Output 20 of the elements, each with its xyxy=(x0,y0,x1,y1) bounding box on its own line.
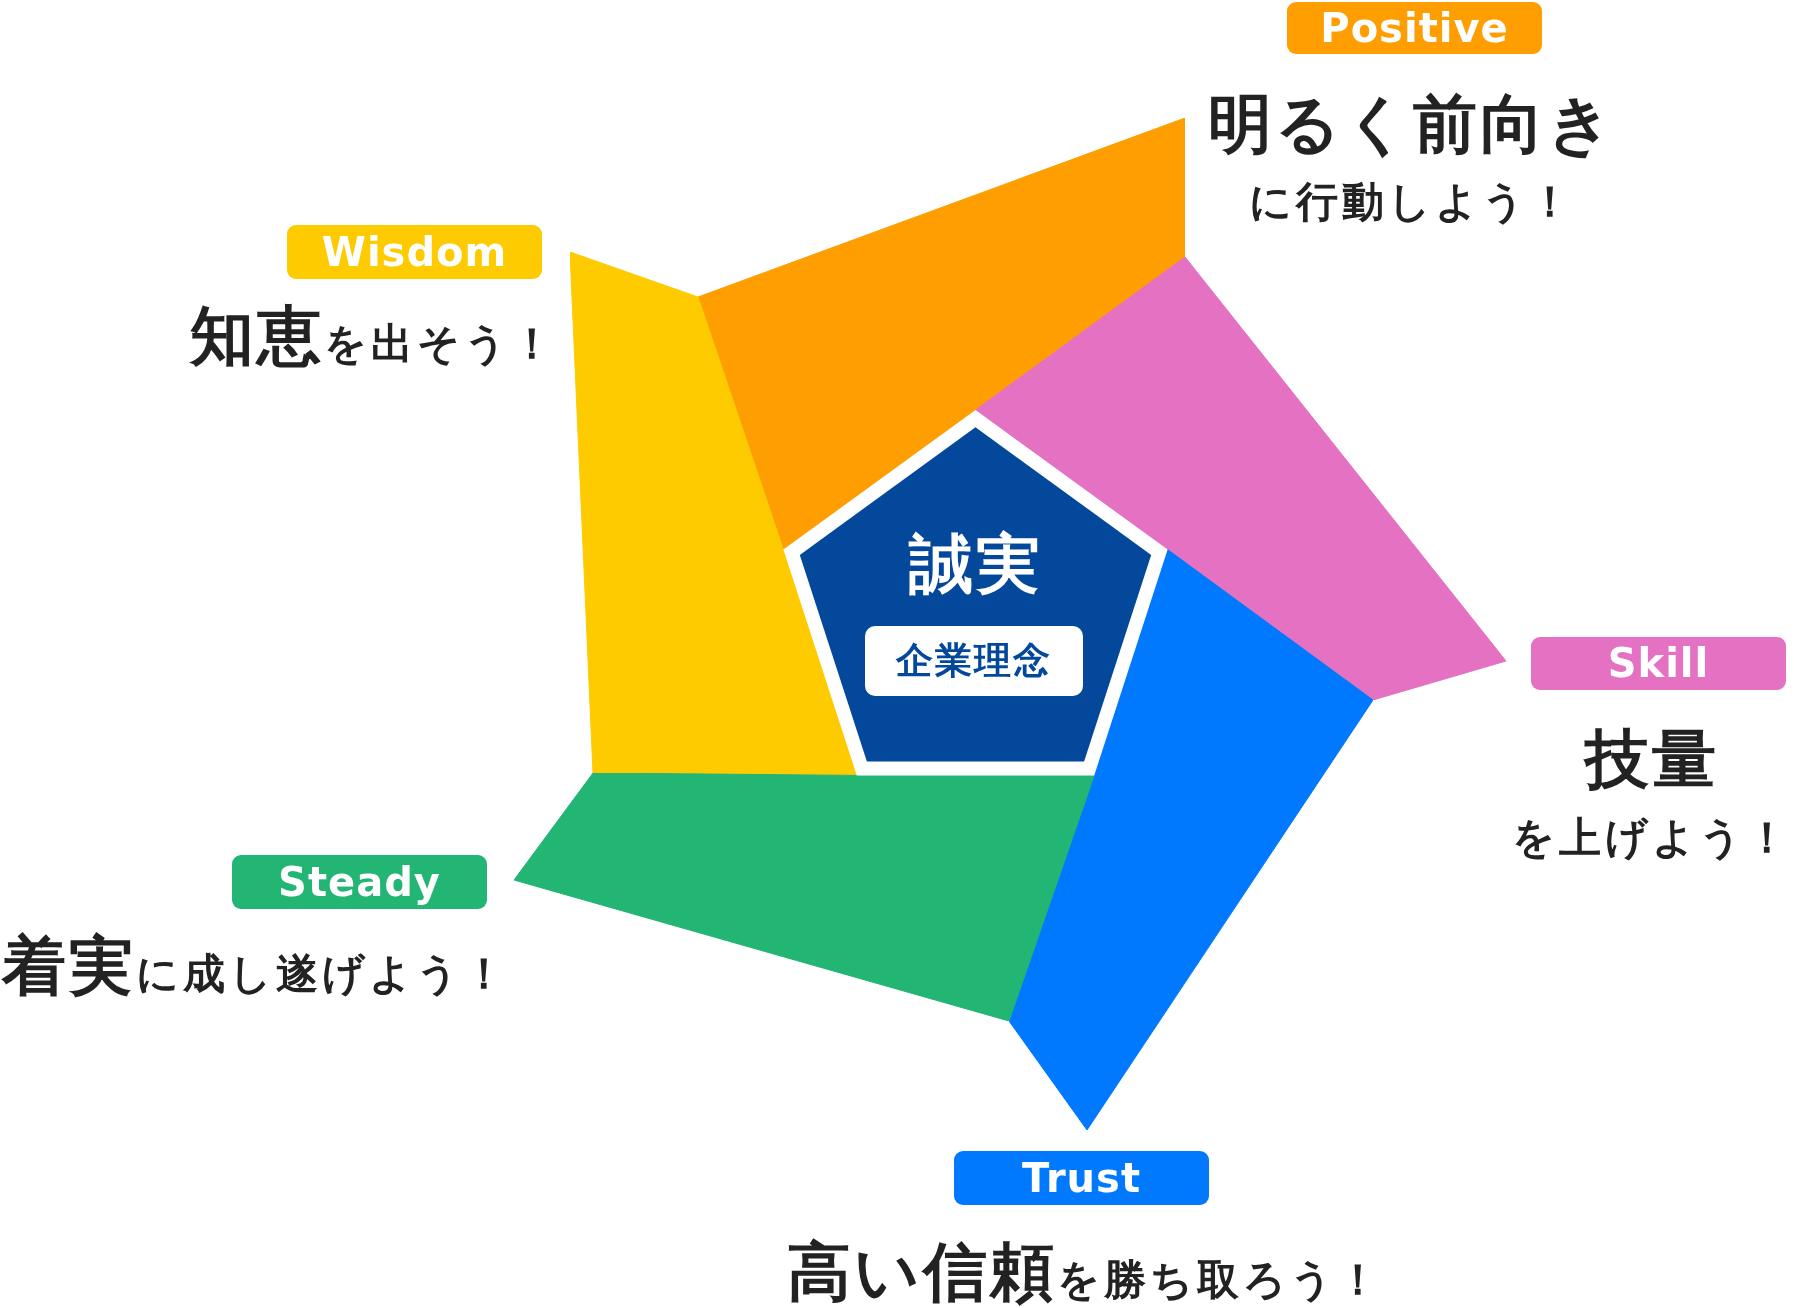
slogan-text: に行動しよう！ xyxy=(1249,179,1575,225)
slogan-text: に成し遂げよう！ xyxy=(136,951,509,997)
slogan-keyword: 知恵 xyxy=(190,303,324,370)
title-text: 誠実 xyxy=(908,531,1043,598)
category-badge: Wisdom xyxy=(287,225,542,279)
slogan-keyword: 技量 xyxy=(1585,726,1719,793)
label-badge: 企業理念 xyxy=(865,626,1083,696)
slogan-text: を勝ち取ろう！ xyxy=(1057,1257,1383,1303)
category-badge: Trust xyxy=(954,1151,1209,1205)
slogan-keyword: 着実 xyxy=(2,933,136,1000)
slogan-text: を出そう！ xyxy=(324,321,557,367)
petal-shape xyxy=(975,257,1506,700)
slogan-keyword: 高い信頼 xyxy=(787,1239,1057,1306)
category-badge: Positive xyxy=(1287,2,1542,54)
slogan-text: を上げよう！ xyxy=(1512,815,1792,861)
category-badge: Skill xyxy=(1531,637,1786,690)
petal-shape xyxy=(514,773,1095,1021)
slogan-keyword: 明るく前向き xyxy=(1208,91,1616,158)
petal-shape xyxy=(570,252,857,776)
category-badge: Steady xyxy=(232,855,487,909)
